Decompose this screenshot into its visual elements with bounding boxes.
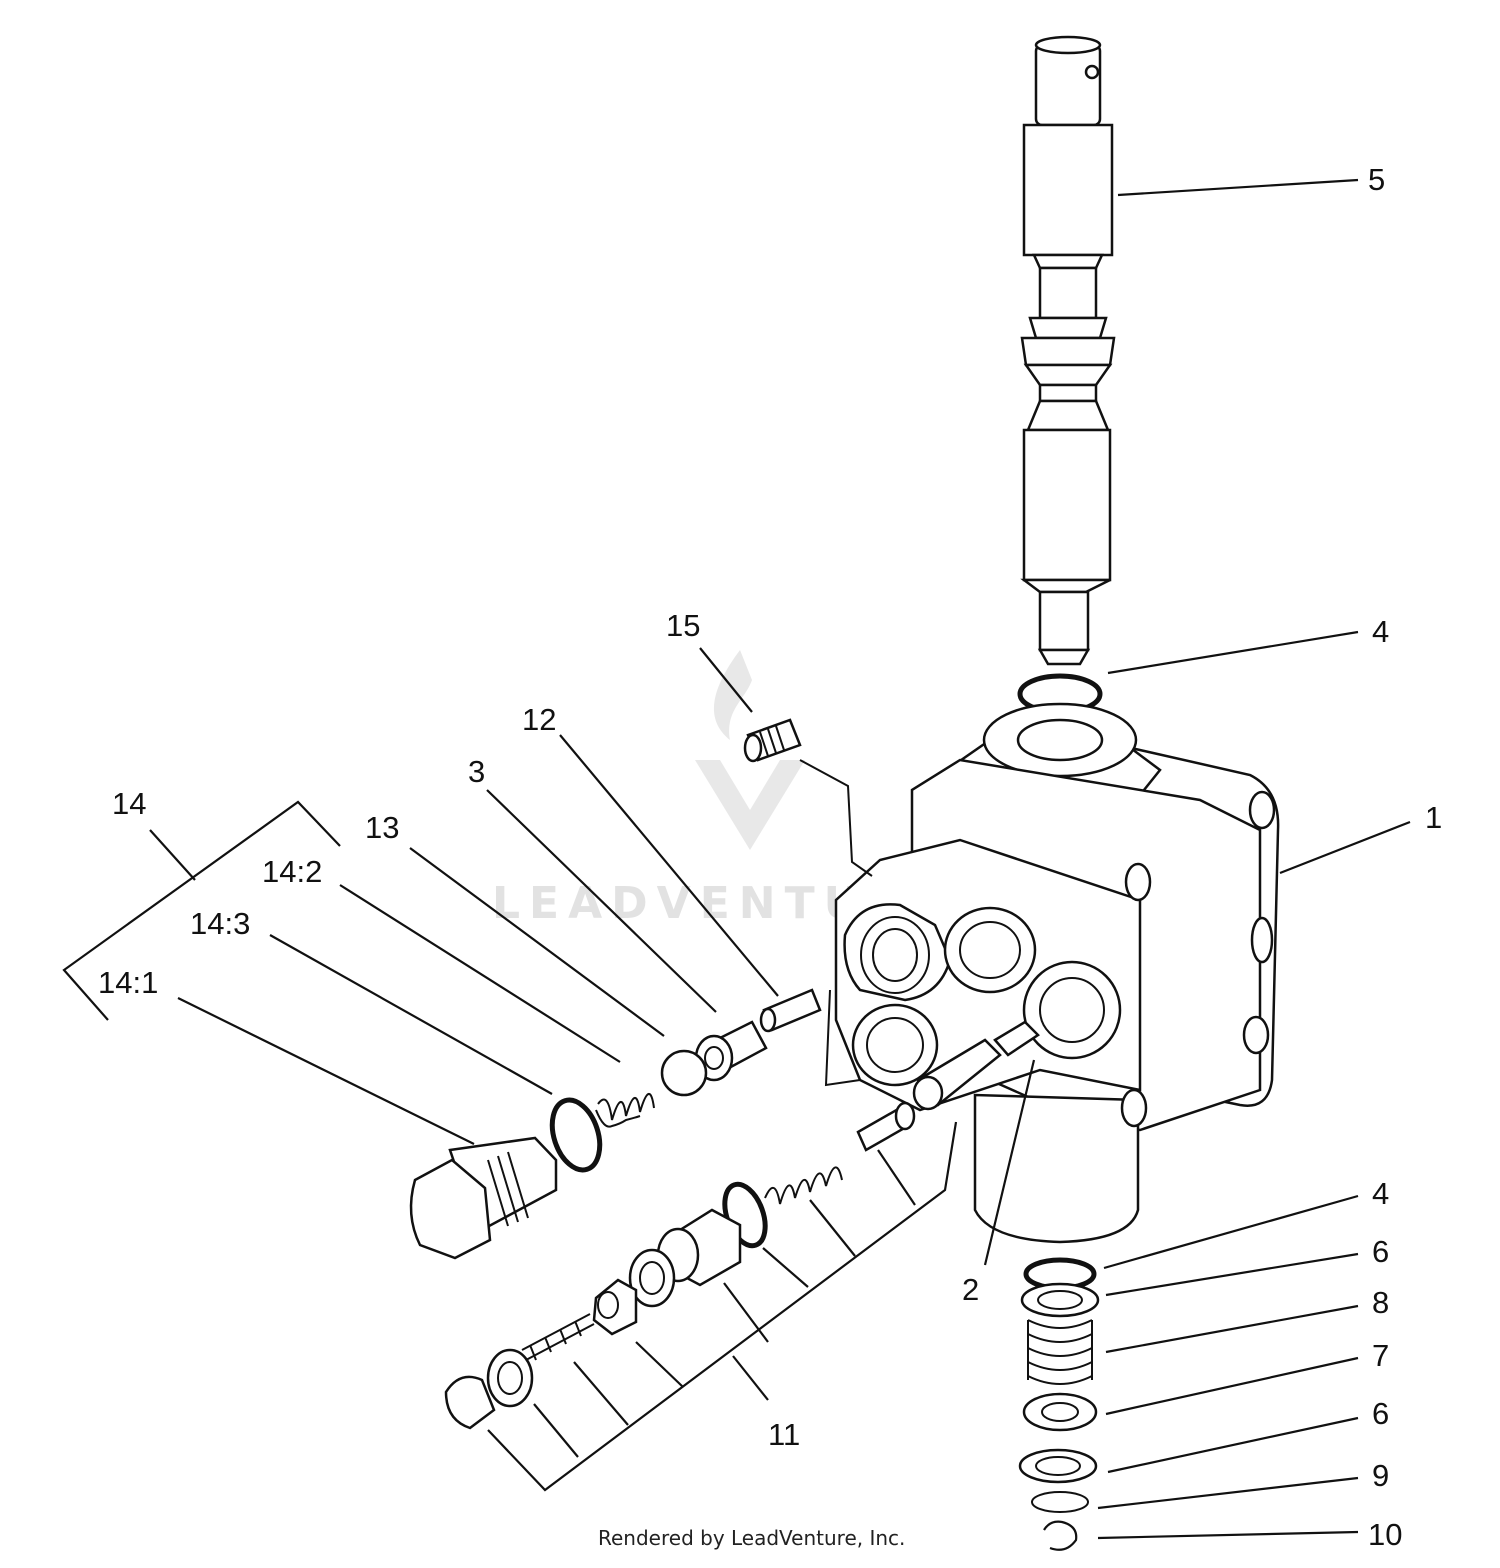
callout-9: 9 <box>1372 1458 1389 1493</box>
spring-part-8 <box>1027 1319 1093 1385</box>
leader-lines <box>62 178 1411 1540</box>
check-valve-part-2 <box>912 1020 1040 1111</box>
washer-part-6-upper <box>1020 1282 1100 1318</box>
spacer-part-7 <box>1022 1392 1098 1432</box>
callout-14-3: 14:3 <box>190 906 250 941</box>
callout-labels: 1 2 3 4 4 5 6 8 7 6 9 10 11 12 13 14 14:… <box>98 162 1442 1552</box>
callout-10: 10 <box>1368 1517 1402 1552</box>
callout-4-upper: 4 <box>1372 614 1389 649</box>
pin-part-12 <box>759 988 822 1033</box>
spring-part-14-2 <box>595 1093 655 1128</box>
callout-15: 15 <box>666 608 700 643</box>
render-credit: Rendered by LeadVenture, Inc. <box>598 1526 906 1550</box>
callout-5: 5 <box>1368 162 1385 197</box>
callout-14-1: 14:1 <box>98 965 158 1000</box>
relief-plug-part-14-1 <box>409 1136 558 1260</box>
callout-14-2: 14:2 <box>262 854 322 889</box>
callout-2: 2 <box>962 1272 979 1307</box>
callout-12: 12 <box>522 702 556 737</box>
callout-3: 3 <box>468 754 485 789</box>
callout-11: 11 <box>768 1417 800 1452</box>
callout-7: 7 <box>1372 1338 1389 1373</box>
plug-part-15 <box>743 718 802 763</box>
callout-14: 14 <box>112 786 146 821</box>
valve-body-part-1 <box>834 702 1280 1244</box>
callout-6-upper: 6 <box>1372 1234 1389 1269</box>
watermark-logo <box>695 650 805 850</box>
relief-assembly-part-11 <box>444 1101 916 1430</box>
washer-part-6-lower <box>1018 1448 1098 1484</box>
o-ring-part-14-3 <box>549 1097 603 1173</box>
callout-8: 8 <box>1372 1285 1389 1320</box>
callout-13: 13 <box>365 810 399 845</box>
callout-1: 1 <box>1425 800 1442 835</box>
snap-ring-part-10 <box>1043 1520 1078 1551</box>
spool-part-5 <box>1020 35 1116 666</box>
ball-part-13 <box>660 1049 708 1097</box>
callout-6-lower: 6 <box>1372 1396 1389 1431</box>
retainer-part-9 <box>1031 1491 1089 1513</box>
callout-4-lower: 4 <box>1372 1176 1389 1211</box>
